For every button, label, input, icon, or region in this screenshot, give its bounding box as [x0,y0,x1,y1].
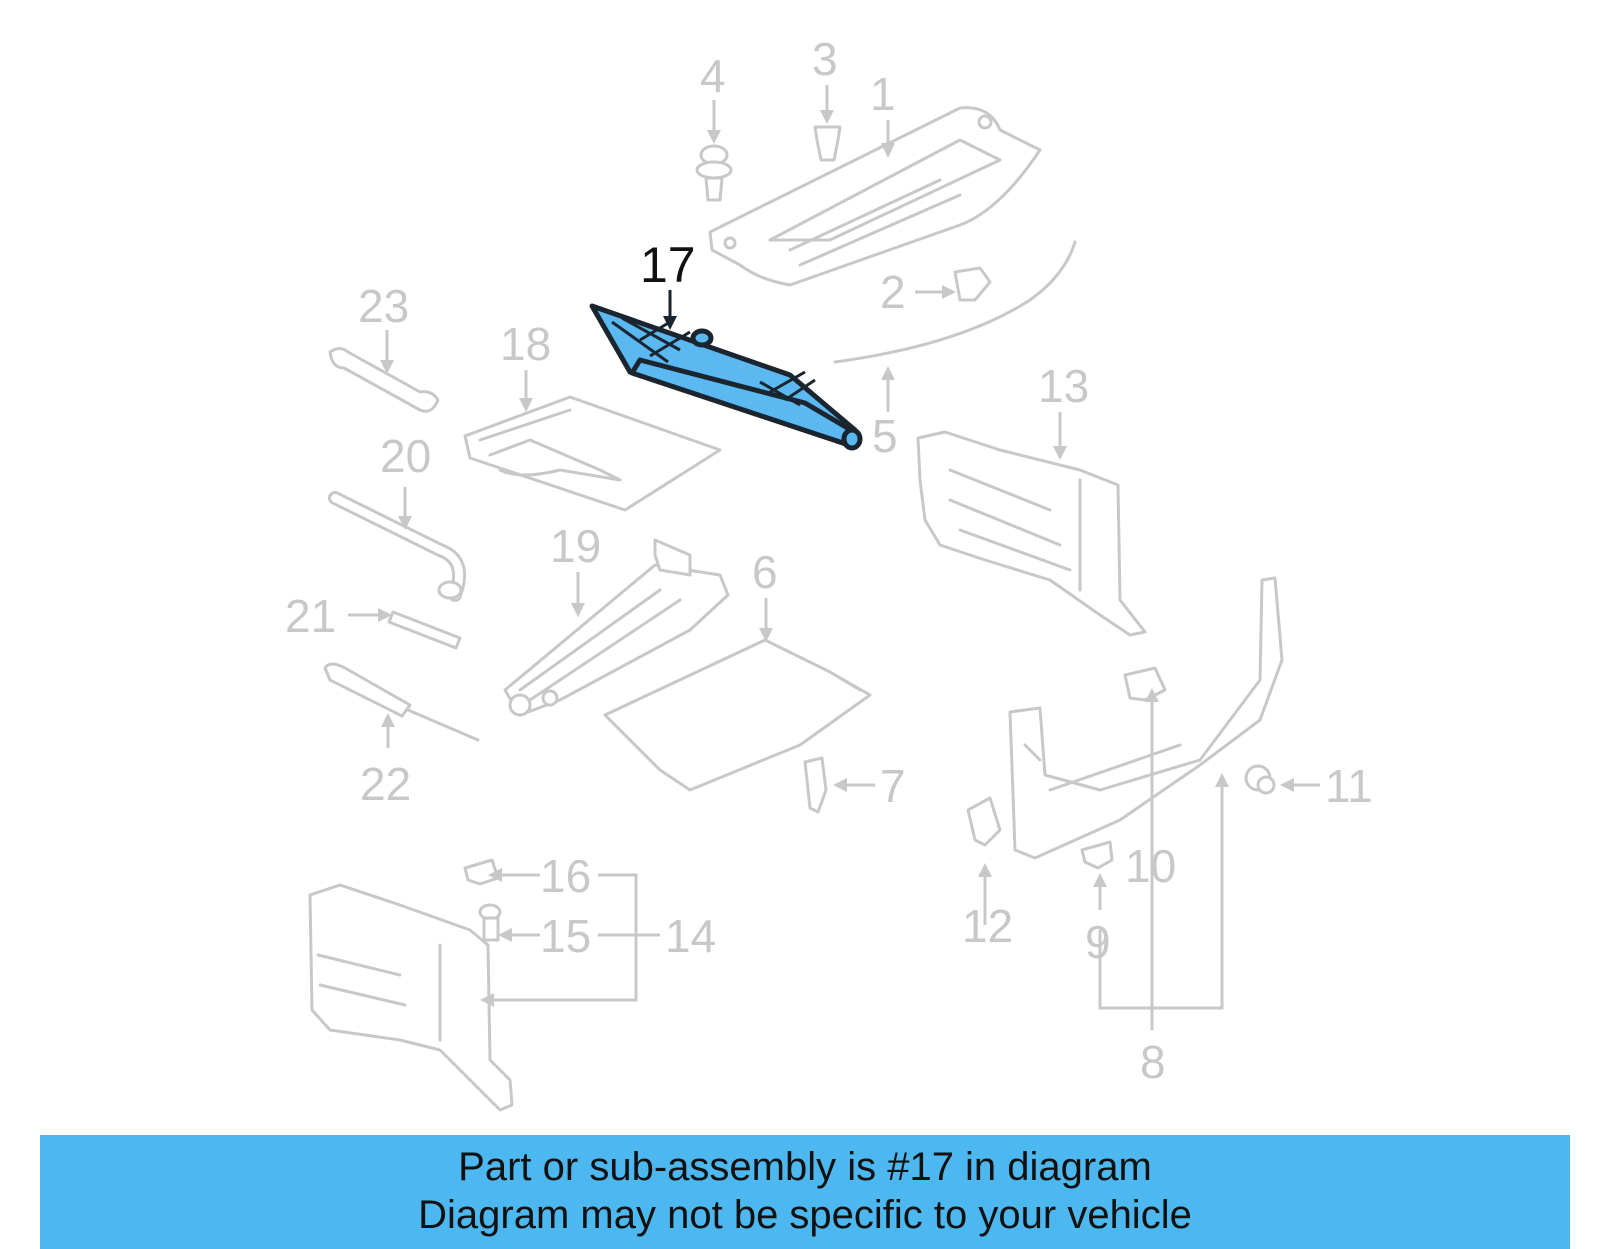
label-15: 15 [540,910,591,962]
label-21: 21 [285,590,336,642]
part-16-clip [463,858,500,886]
part-21-extension [387,610,462,650]
part-1-parcel-shelf [708,106,1042,287]
label-23: 23 [358,280,409,332]
label-11: 11 [1325,760,1373,812]
label-3: 3 [812,33,838,85]
label-9: 9 [1085,916,1111,968]
callout-bracket-8 [1098,700,1224,1030]
label-6: 6 [752,546,778,598]
label-17: 17 [640,237,696,293]
part-7-clip [803,756,828,814]
label-2: 2 [880,266,906,318]
banner-line-1: Part or sub-assembly is #17 in diagram [458,1145,1152,1189]
label-7: 7 [880,760,906,812]
part-12-pad [966,796,1002,847]
part-6-mat [603,638,872,792]
part-10-clip [1123,666,1167,702]
label-13: 13 [1038,360,1089,412]
part-18-floor-tray [463,395,722,512]
part-17-highlighted [589,303,863,451]
label-14: 14 [665,910,716,962]
label-8: 8 [1140,1036,1166,1088]
part-5-weatherstrip [833,240,1077,364]
part-15-fastener [478,903,502,942]
label-16: 16 [540,850,591,902]
part-13-side-trim [916,430,1147,637]
banner-line-2: Diagram may not be specific to your vehi… [418,1193,1192,1237]
label-18: 18 [500,318,551,370]
label-12: 12 [962,900,1013,952]
part-19-jack [503,538,730,717]
part-2-bracket [953,266,992,302]
label-20: 20 [380,430,431,482]
part-9-clip [1080,840,1114,870]
part-20-lug-wrench [328,491,466,602]
label-19: 19 [550,520,601,572]
part-3-clip [813,125,842,162]
info-banner: Part or sub-assembly is #17 in diagram D… [40,1135,1570,1249]
label-10: 10 [1125,840,1176,892]
label-1: 1 [870,68,896,120]
part-8-sill-trim [1008,576,1284,860]
label-22: 22 [360,758,411,810]
part-14-left-side-trim [308,883,514,1112]
part-23-wrench [328,347,440,413]
callout-bracket-14 [492,873,660,1002]
part-4-push-pin [695,144,733,202]
label-5: 5 [872,410,898,462]
label-4: 4 [700,50,726,102]
part-22-screwdriver [323,662,480,742]
part-11-grommet [1244,764,1276,795]
